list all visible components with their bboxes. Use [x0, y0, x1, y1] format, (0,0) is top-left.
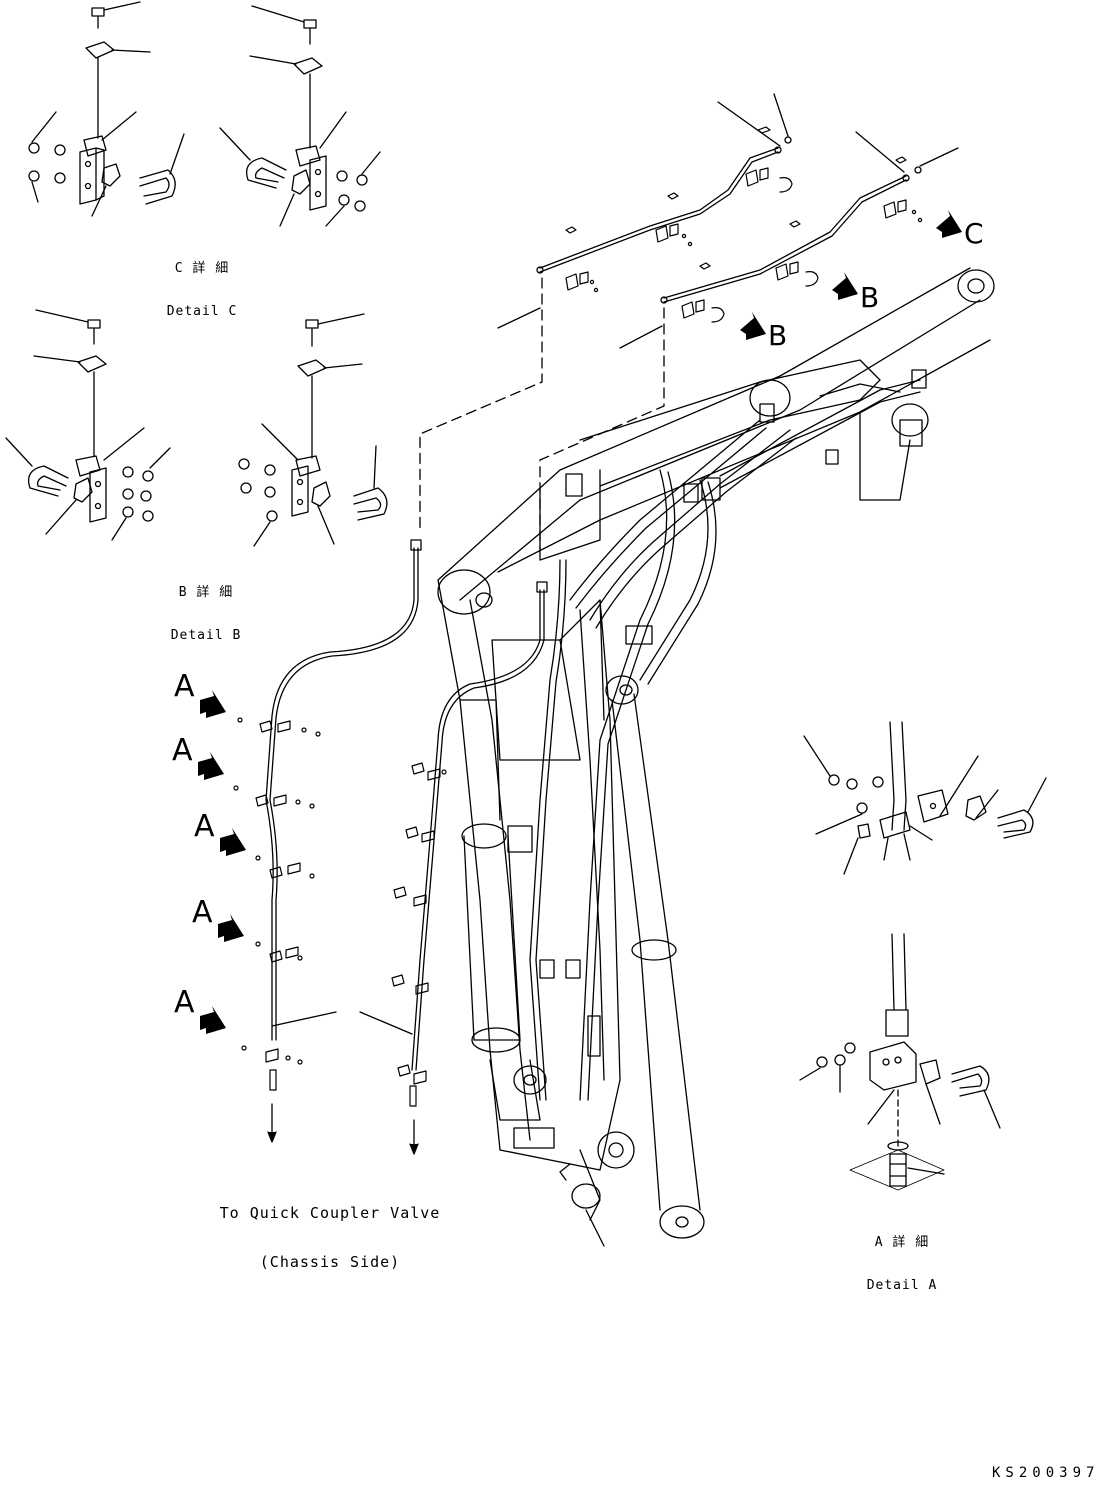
detail-a-jp: A 詳 細: [874, 1235, 930, 1250]
u-bolt-icon: [951, 1065, 1001, 1129]
detail-c-jp: C 詳 細: [174, 261, 230, 276]
u-bolt-icon: [353, 445, 388, 521]
tube-2: [663, 175, 907, 299]
hose-b: [411, 589, 541, 1071]
clamp-icon: [879, 811, 911, 839]
bolt-icon: [91, 1, 141, 29]
u-bolt-icon: [139, 133, 185, 205]
nut-icon: [28, 111, 66, 203]
u-bolt-icon: [5, 437, 69, 497]
bolt-icon: [251, 5, 317, 45]
tube-1: [539, 147, 779, 269]
callout-b-2: B: [860, 281, 880, 314]
nut-icon: [111, 447, 171, 541]
bracket-icon: [75, 427, 145, 523]
clip-icon: [965, 795, 987, 821]
bracket-icon: [295, 111, 347, 211]
hose-a: [265, 547, 415, 1041]
detail-a-lower: [799, 933, 1001, 1191]
arrow-down-icon: [267, 1103, 277, 1143]
nut-icon: [803, 735, 884, 835]
plate-icon: [917, 789, 949, 823]
u-bolt-icon: [997, 777, 1047, 839]
hose-group-left: [233, 539, 548, 1155]
bracket-icon: [869, 1041, 917, 1091]
detail-c-en: Detail C: [166, 304, 238, 319]
bolt-icon: [35, 309, 101, 345]
note-line-1: To Quick Coupler Valve: [219, 1204, 441, 1222]
clamp-plate-icon: [77, 355, 107, 373]
u-bolt-icon: [219, 127, 287, 189]
detail-c-caption: C 詳 細 Detail C: [160, 236, 244, 331]
callout-a-1: A: [174, 669, 195, 704]
bolt-icon: [857, 823, 871, 839]
clamp-cluster: [233, 717, 447, 1107]
callout-c: C: [964, 217, 984, 250]
clamp-cluster: [565, 126, 923, 323]
callout-a-3: A: [194, 809, 215, 844]
destination-note: To Quick Coupler Valve (Chassis Side): [210, 1176, 450, 1285]
detail-c-group: [28, 1, 381, 227]
clamp-plate-icon: [293, 57, 323, 75]
clamp-plate-icon: [297, 359, 327, 377]
upper-tube-group: [497, 93, 959, 349]
detail-b-jp: B 詳 細: [178, 585, 234, 600]
arm-assembly: [437, 267, 995, 1247]
clip-icon: [311, 481, 331, 507]
detail-a-caption: A 詳 細 Detail A: [860, 1210, 944, 1305]
fitting-icon: [889, 1153, 907, 1187]
clip-icon: [101, 163, 121, 187]
detail-b-group: [5, 309, 388, 547]
callout-b-1: B: [768, 319, 788, 352]
detail-a-upper: [803, 721, 1047, 875]
clip-icon: [291, 169, 311, 195]
arrow-right-icon-set: [198, 210, 962, 1034]
note-line-2: (Chassis Side): [259, 1253, 401, 1271]
callout-a-4: A: [192, 895, 213, 930]
nut-icon: [799, 1042, 856, 1093]
drawing-code: KS200397: [992, 1465, 1100, 1481]
clamp-plate-icon: [85, 41, 115, 59]
detail-b-en: Detail B: [170, 628, 242, 643]
nut-icon: [325, 151, 381, 227]
bracket-icon: [79, 111, 137, 205]
arrow-down-icon: [409, 1119, 419, 1155]
nut-icon: [238, 458, 278, 547]
callout-a-2: A: [172, 733, 193, 768]
detail-b-caption: B 詳 細 Detail B: [164, 560, 248, 655]
detail-a-en: Detail A: [866, 1278, 938, 1293]
bolt-icon: [305, 313, 365, 347]
clip-icon: [919, 1059, 941, 1085]
bracket-icon: [261, 423, 321, 517]
callout-a-5: A: [174, 985, 195, 1020]
clip-icon: [73, 477, 93, 503]
